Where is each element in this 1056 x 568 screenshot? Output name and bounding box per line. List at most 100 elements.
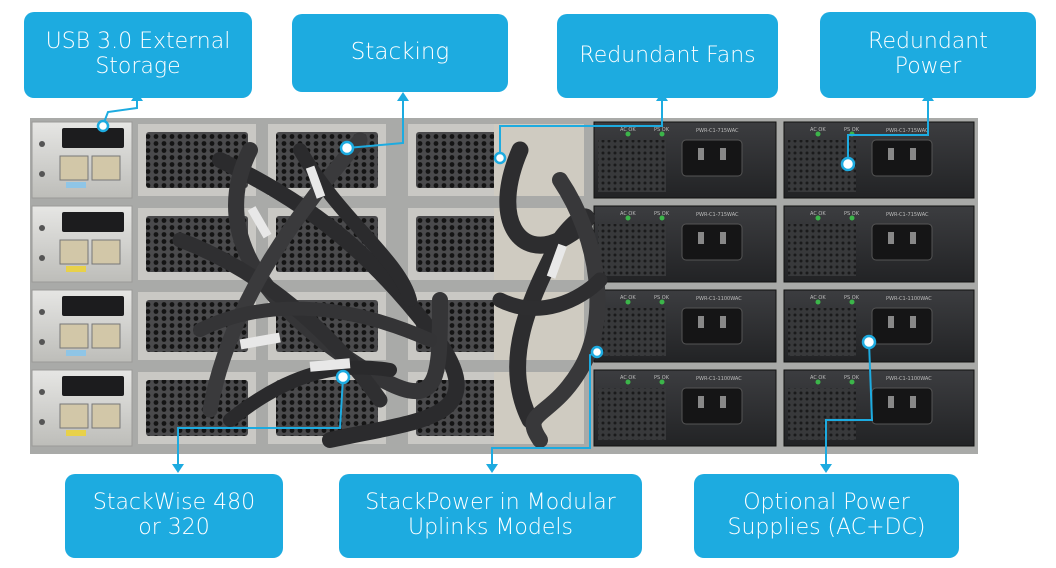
ac-ok-led xyxy=(815,299,821,305)
callout-optional-line1: Optional Power xyxy=(743,490,910,516)
psu-label-ac-ok: AC OK xyxy=(620,295,636,301)
inlet-pin xyxy=(910,396,916,408)
inlet-pin xyxy=(720,148,726,160)
ps-ok-led xyxy=(849,215,855,221)
callout-stacking: Stacking xyxy=(292,14,508,92)
inlet-pin xyxy=(720,396,726,408)
psu-model-label: PWR-C1-715WAC xyxy=(886,128,929,134)
callout-redundant-power: Redundant Power xyxy=(820,12,1036,98)
inlet-pin xyxy=(888,148,894,160)
psu-label-ps-ok: PS OK xyxy=(844,127,860,133)
inlet-pin xyxy=(698,396,704,408)
inlet-pin xyxy=(698,232,704,244)
screw xyxy=(39,309,45,315)
port-tag xyxy=(66,266,86,272)
inlet-pin xyxy=(888,396,894,408)
screw xyxy=(39,225,45,231)
callout-stackwise-line2: or 320 xyxy=(138,515,210,540)
ac-ok-led xyxy=(815,131,821,137)
inlet-pin xyxy=(910,232,916,244)
power-inlet xyxy=(871,387,933,425)
psu-label-ps-ok: PS OK xyxy=(844,211,860,217)
psu-model-label: PWR-C1-1100WAC xyxy=(886,376,932,382)
callout-usb-storage: USB 3.0 External Storage xyxy=(24,12,252,98)
inlet-pin xyxy=(698,148,704,160)
power-inlet xyxy=(871,307,933,345)
inlet-pin xyxy=(910,316,916,328)
psu-model-label: PWR-C1-1100WAC xyxy=(696,296,742,302)
callout-stackpower: StackPower in Modular Uplinks Models xyxy=(339,474,642,558)
usb-port xyxy=(62,376,124,396)
inlet-pin xyxy=(910,148,916,160)
power-inlet xyxy=(681,223,743,261)
screw xyxy=(39,419,45,425)
ps-ok-led xyxy=(659,379,665,385)
psu-model-label: PWR-C1-715WAC xyxy=(696,212,739,218)
callout-stacking-line1: Stacking xyxy=(350,39,450,66)
callout-redundant-fans: Redundant Fans xyxy=(557,14,778,98)
usb-port xyxy=(62,212,124,232)
ethernet-port xyxy=(59,155,89,181)
psu-vent xyxy=(598,388,666,440)
callout-stackpower-line2: Uplinks Models xyxy=(408,515,573,540)
callout-stackpower-line1: StackPower in Modular xyxy=(365,490,616,516)
ps-ok-led xyxy=(849,299,855,305)
ps-ok-led xyxy=(659,215,665,221)
inlet-pin xyxy=(888,316,894,328)
ethernet-port xyxy=(91,239,121,265)
screw xyxy=(39,255,45,261)
power-inlet xyxy=(681,139,743,177)
psu-label-ac-ok: AC OK xyxy=(810,211,826,217)
callout-optional-power: Optional Power Supplies (AC+DC) xyxy=(694,474,959,558)
ac-ok-led xyxy=(815,379,821,385)
ethernet-port xyxy=(59,239,89,265)
psu-label-ac-ok: AC OK xyxy=(620,211,636,217)
callout-optional-line2: Supplies (AC+DC) xyxy=(727,515,926,540)
port-tag xyxy=(66,350,86,356)
cable-labels xyxy=(239,165,567,372)
ac-ok-led xyxy=(625,215,631,221)
psu-vent xyxy=(788,224,856,276)
psu-label-ps-ok: PS OK xyxy=(654,295,670,301)
screw xyxy=(39,339,45,345)
fan-grille xyxy=(416,216,518,272)
screw xyxy=(39,171,45,177)
fan-grille xyxy=(416,132,518,188)
psu-label-ps-ok: PS OK xyxy=(654,375,670,381)
psu-label-ps-ok: PS OK xyxy=(844,295,860,301)
psu-label-ac-ok: AC OK xyxy=(620,375,636,381)
psu-model-label: PWR-C1-1100WAC xyxy=(696,376,742,382)
psu-model-label: PWR-C1-715WAC xyxy=(696,128,739,134)
ac-ok-led xyxy=(815,215,821,221)
psu-vent xyxy=(598,224,666,276)
psu-model-label: PWR-C1-1100WAC xyxy=(886,296,932,302)
fan-grille xyxy=(146,380,248,436)
callout-stackwise-line1: StackWise 480 xyxy=(92,490,256,516)
callout-usb-line2: Storage xyxy=(95,54,181,79)
ac-ok-led xyxy=(625,299,631,305)
inlet-pin xyxy=(720,232,726,244)
inlet-pin xyxy=(720,316,726,328)
ethernet-port xyxy=(91,155,121,181)
psu-label-ac-ok: AC OK xyxy=(810,295,826,301)
callout-usb-line1: USB 3.0 External xyxy=(45,29,231,55)
fan-grille xyxy=(146,132,248,188)
psu-label-ac-ok: AC OK xyxy=(810,127,826,133)
port-tag xyxy=(66,430,86,436)
ac-ok-led xyxy=(625,379,631,385)
port-tag xyxy=(66,182,86,188)
inlet-pin xyxy=(888,232,894,244)
power-inlet xyxy=(871,223,933,261)
psu-label-ac-ok: AC OK xyxy=(620,127,636,133)
ethernet-port xyxy=(91,403,121,429)
psu-label-ac-ok: AC OK xyxy=(810,375,826,381)
screw xyxy=(39,389,45,395)
callout-power-line2: Power xyxy=(894,54,962,79)
psu-vent xyxy=(788,388,856,440)
psu-vent xyxy=(788,308,856,356)
psu-label-ps-ok: PS OK xyxy=(654,127,670,133)
psu-model-label: PWR-C1-715WAC xyxy=(886,212,929,218)
ethernet-port xyxy=(59,323,89,349)
screw xyxy=(39,141,45,147)
usb-port xyxy=(62,128,124,148)
